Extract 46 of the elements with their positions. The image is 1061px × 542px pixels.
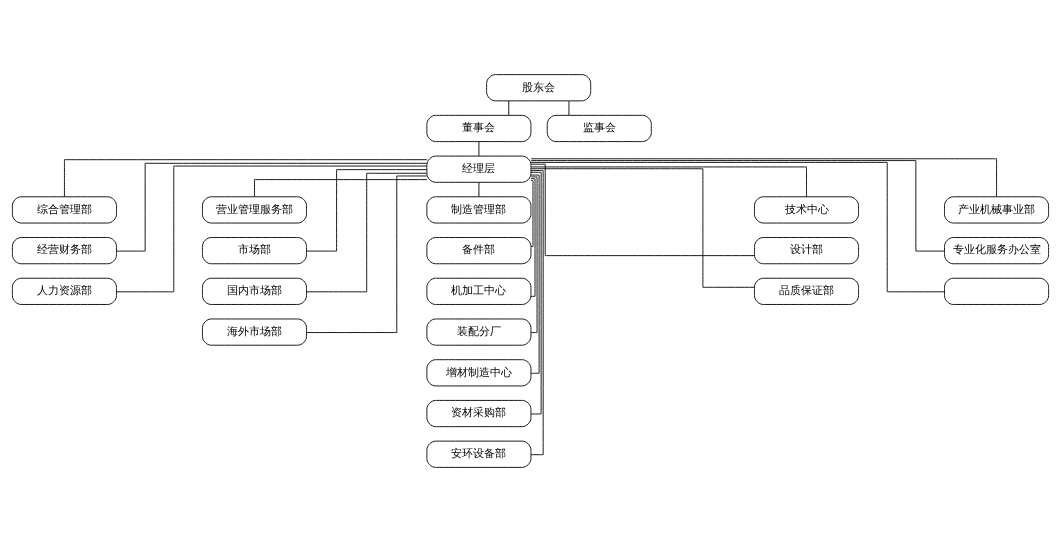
connector [306,169,428,252]
connector [530,174,540,374]
connector [116,165,428,293]
connector [306,175,428,333]
connector [530,178,536,297]
connector [530,163,755,257]
node-box: 股东会 [486,74,592,102]
node-box: 安环设备部 [426,440,532,468]
node-box: 机加工中心 [426,277,532,305]
connector [254,179,428,197]
node-box: 品质保证部 [754,277,859,305]
node-box: 设计部 [754,237,859,265]
connector [64,159,428,198]
connector [568,100,570,116]
connector [306,172,428,293]
connector [530,161,945,293]
connector [530,171,542,415]
node-box [944,277,1050,305]
node-box: 产业机械事业部 [944,196,1050,224]
node-box: 经营财务部 [11,237,117,265]
connector [530,160,945,252]
node-box: 董事会 [426,114,532,143]
connector [530,176,538,333]
node-box: 经理层 [426,155,532,183]
connector [508,100,510,116]
connector [530,180,534,247]
node-box: 海外市场部 [202,318,307,346]
node-box: 综合管理部 [11,196,117,224]
connector [116,162,428,252]
node-box: 资材采购部 [426,399,532,428]
node-box: 备件部 [426,237,532,265]
connector [478,141,480,157]
node-box: 技术中心 [754,196,859,224]
connector [530,168,755,288]
node-box: 装配分厂 [426,318,532,346]
node-box: 增材制造中心 [426,359,532,387]
node-box: 专业化服务办公室 [944,237,1050,265]
node-box: 监事会 [546,114,652,143]
node-box: 国内市场部 [202,277,307,305]
node-box: 制造管理部 [426,196,532,224]
node-box: 市场部 [202,237,307,265]
node-box: 人力资源部 [11,277,117,305]
connector [530,166,807,198]
connector [530,158,997,198]
node-box: 营业管理服务部 [202,196,307,224]
connector [478,182,480,198]
